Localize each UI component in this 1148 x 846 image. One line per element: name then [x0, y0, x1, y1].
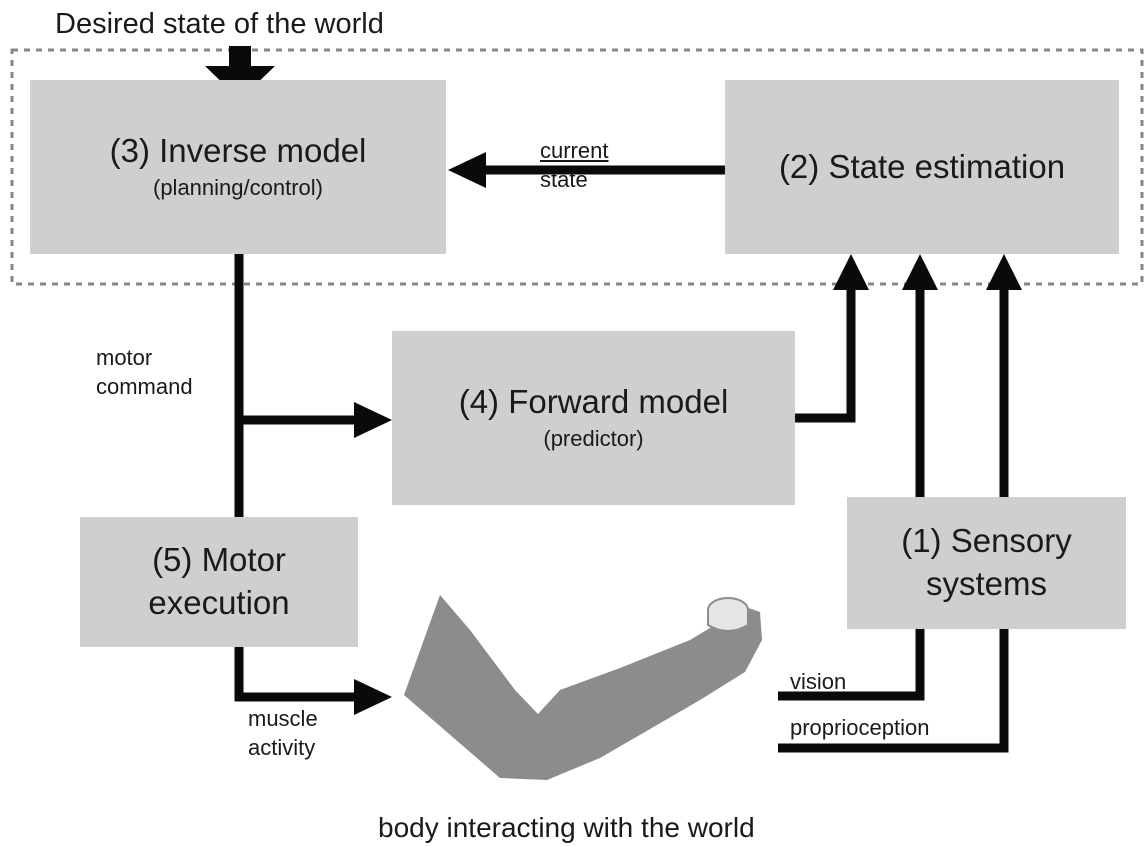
muscle-activity-line2: activity	[248, 734, 316, 760]
motor-command-label: motor command	[96, 344, 193, 401]
vision-label: vision	[790, 669, 847, 694]
state-estimation-box: (2) State estimation	[725, 80, 1119, 254]
muscle-activity-arrow	[234, 647, 392, 715]
current-state-label: current state	[540, 137, 608, 194]
motor-execution-title-line2: execution	[148, 584, 290, 621]
motor-execution-title-line1: (5) Motor	[152, 541, 286, 579]
current-state-arrow	[448, 152, 725, 188]
muscle-activity-label: muscle activity	[248, 705, 318, 762]
motor-command-line1: motor	[96, 345, 153, 370]
footer-caption: body interacting with the world	[378, 812, 755, 843]
proprioception-label: proprioception	[790, 715, 930, 740]
proprioception-line	[778, 629, 1009, 753]
current-state-line1: current	[540, 138, 609, 163]
sensory-arrow-right	[986, 254, 1022, 497]
motor-execution-box: (5) Motor execution	[80, 517, 358, 647]
desired-state-label: Desired state of the world	[55, 8, 384, 40]
motor-command-line	[234, 254, 392, 517]
muscle-activity-line1: muscle	[248, 706, 318, 731]
forward-model-subtitle: (predictor)	[543, 426, 644, 452]
inverse-model-box: (3) Inverse model (planning/control)	[30, 80, 446, 254]
sensory-systems-box: (1) Sensory systems	[847, 497, 1126, 629]
state-estimation-title: (2) State estimation	[778, 147, 1066, 185]
forward-model-box: (4) Forward model (predictor)	[392, 331, 795, 505]
sensory-arrow-left	[902, 254, 938, 497]
forward-model-title: (4) Forward model	[458, 383, 729, 421]
sensory-systems-title-line2: systems	[925, 565, 1047, 602]
sensory-systems-title-line1: (1) Sensory	[901, 522, 1072, 560]
motor-command-line2: command	[96, 373, 193, 399]
arm-illustration	[404, 595, 762, 780]
internal-region-border	[10, 48, 1144, 286]
prediction-arrow	[795, 254, 869, 423]
vision-line	[778, 629, 925, 701]
inverse-model-title: (3) Inverse model	[109, 132, 367, 170]
inverse-model-subtitle: (planning/control)	[153, 175, 323, 201]
current-state-line2: state	[540, 166, 588, 192]
